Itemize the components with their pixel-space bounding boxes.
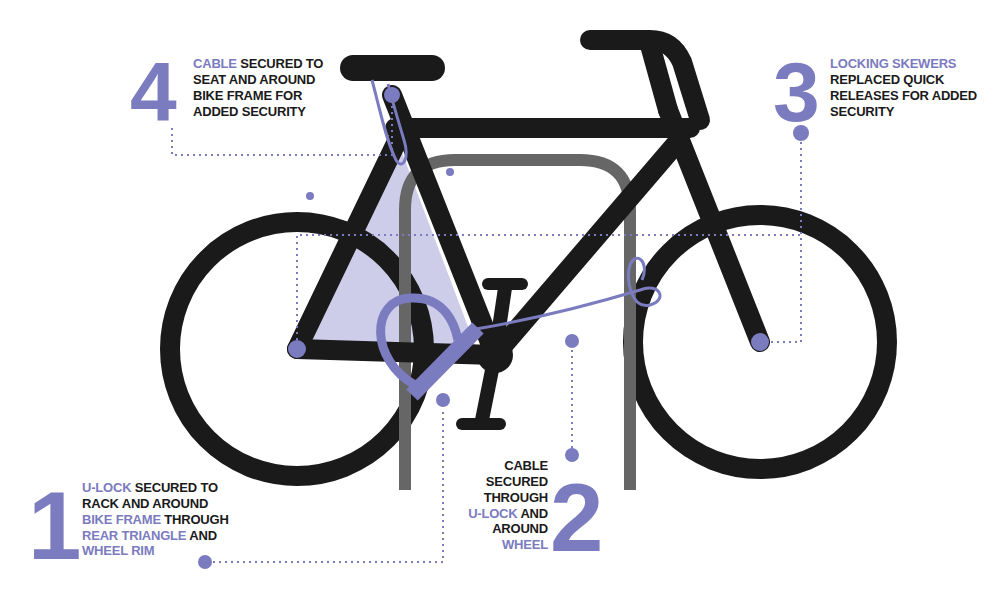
word-space	[131, 480, 134, 495]
callout-number: 4	[130, 50, 177, 134]
word-space	[898, 88, 901, 103]
callout-word: FRAME	[116, 512, 161, 527]
callout-word: QUICK	[903, 72, 944, 87]
leader-lines	[172, 104, 801, 562]
callout-word: TRIANGLE	[121, 528, 186, 543]
callout-word: U-LOCK	[82, 480, 131, 495]
bike-seat	[340, 55, 445, 81]
word-space	[161, 512, 164, 527]
callout-word: AROUND	[259, 72, 315, 87]
crank	[462, 284, 522, 424]
word-space	[517, 506, 520, 521]
word-space	[186, 528, 189, 543]
word-space	[256, 72, 259, 87]
callout-word: AND	[122, 496, 150, 511]
callout-word: AROUND	[152, 496, 208, 511]
callout-word: RELEASES	[830, 88, 898, 103]
callout-text: CABLE SECURED TO SEAT AND AROUND BIKE FRAM…	[193, 56, 323, 119]
callout-number: 2	[550, 470, 603, 566]
callout-text: CABLESECUREDTHROUGHU-LOCK ANDAROUNDWHEEL	[462, 458, 548, 553]
callout-word: CABLE	[193, 56, 237, 71]
word-space	[112, 512, 115, 527]
word-space	[118, 528, 121, 543]
callout-word: WHEEL	[82, 543, 128, 558]
callout-word: BIKE	[193, 88, 223, 103]
callout-word: LOCKING	[830, 56, 889, 71]
callout-word: THROUGH	[164, 512, 228, 527]
callout-word: SECURED	[240, 56, 302, 71]
word-space	[900, 72, 903, 87]
callout-word: SECURED	[135, 480, 197, 495]
front-wheel	[633, 215, 887, 469]
callout-word: SECURED	[486, 474, 548, 489]
word-space	[197, 480, 200, 495]
callout-word: RACK	[82, 496, 119, 511]
word-space	[272, 88, 275, 103]
callout-dots	[198, 87, 809, 569]
callout-word: AND	[520, 506, 548, 521]
word-space	[889, 56, 892, 71]
callout-word: RIM	[131, 543, 154, 558]
callout-word: FRAME	[227, 88, 272, 103]
callout-word: SKEWERS	[892, 56, 956, 71]
callout-word: WHEEL	[502, 537, 548, 552]
callout-word: REPLACED	[830, 72, 900, 87]
word-space	[238, 104, 241, 119]
word-space	[119, 496, 122, 511]
callout-text: U-LOCK SECURED TO RACK AND AROUND BIKE FRA…	[82, 480, 229, 559]
callout-word: TO	[306, 56, 323, 71]
word-space	[237, 56, 240, 71]
callout-word: SECURITY	[242, 104, 306, 119]
word-space	[223, 88, 226, 103]
word-space	[149, 496, 152, 511]
callout-word: FOR	[902, 88, 929, 103]
callout-word: THROUGH	[484, 490, 548, 505]
callout-text: LOCKING SKEWERSREPLACED QUICK RELEASES FO…	[830, 56, 977, 119]
seat-cable	[372, 80, 406, 164]
word-space	[128, 543, 131, 558]
callout-word: AND	[229, 72, 257, 87]
callout-word: REAR	[82, 528, 118, 543]
callout-word: ADDED	[932, 88, 977, 103]
u-lock	[381, 298, 478, 395]
callout-word: AROUND	[492, 521, 548, 536]
bike-frame	[297, 40, 760, 355]
callout-word: SEAT	[193, 72, 226, 87]
callout-number: 3	[773, 50, 820, 134]
callout-word: SECURITY	[830, 104, 894, 119]
callout-word: CABLE	[504, 458, 548, 473]
bottom-bracket	[477, 337, 513, 373]
callout-word: FOR	[275, 88, 302, 103]
callout-word: U-LOCK	[468, 506, 517, 521]
callout-word: AND	[189, 528, 217, 543]
word-space	[226, 72, 229, 87]
callout-number: 1	[28, 478, 81, 574]
wheel-cable	[470, 258, 660, 330]
word-space	[929, 88, 932, 103]
word-space	[302, 56, 305, 71]
callout-word: ADDED	[193, 104, 238, 119]
callout-word: BIKE	[82, 512, 112, 527]
callout-word: TO	[200, 480, 217, 495]
